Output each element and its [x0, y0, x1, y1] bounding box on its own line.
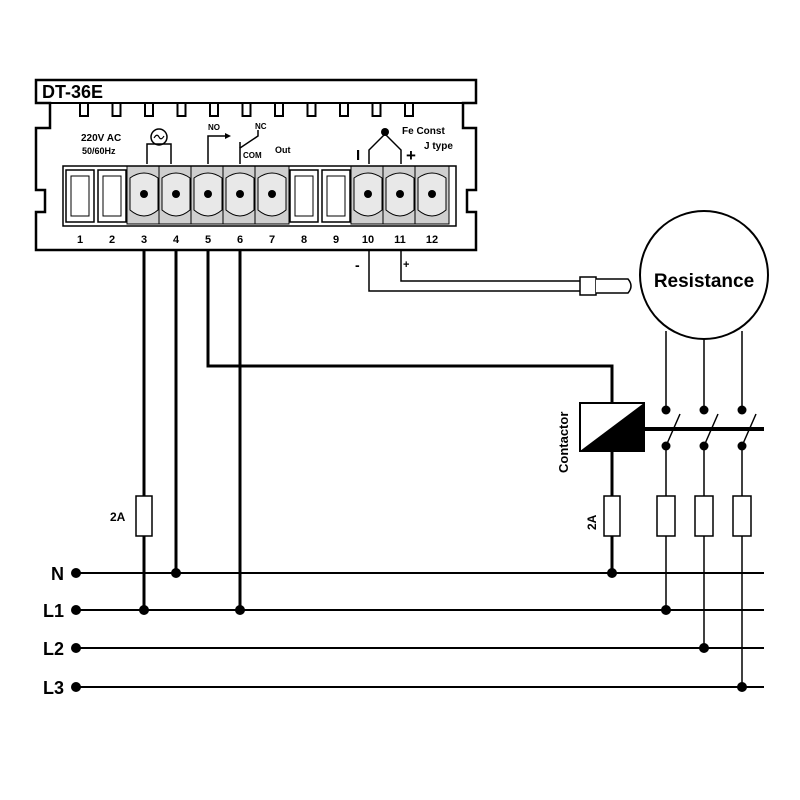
terminal-screw	[172, 190, 180, 198]
resistance-label: Resistance	[654, 271, 754, 292]
junction-dots	[139, 568, 747, 692]
fuse-contactor	[603, 495, 621, 537]
bus-label-l2: L2	[43, 639, 64, 659]
fuse-contactor-label: 2A	[585, 514, 599, 530]
sensor-negative-mark: I	[356, 147, 360, 164]
relay-contact-icon	[207, 130, 259, 164]
terminal-empty-inner	[102, 175, 122, 217]
terminal-empty-inner	[70, 175, 90, 217]
terminal-number: 7	[269, 234, 275, 246]
terminal-screw	[268, 190, 276, 198]
sensor-type-label: Fe Const	[402, 126, 445, 137]
terminal-empty-inner	[294, 175, 314, 217]
relay-com-label: COM	[243, 151, 262, 160]
contactor-coil	[579, 402, 645, 452]
terminal-screw	[428, 190, 436, 198]
terminal-block	[62, 165, 457, 227]
control-wiring	[142, 250, 614, 610]
housing-vents	[50, 102, 463, 117]
terminal-number: 10	[362, 234, 374, 246]
ac-symbol-icon	[146, 128, 172, 164]
power-contacts	[644, 331, 764, 687]
sensor-subtype-label: J type	[424, 141, 453, 152]
terminal-number: 6	[237, 234, 243, 246]
vent-tooth	[176, 103, 187, 117]
supply-voltage-label: 220V AC	[81, 133, 121, 144]
vent-tooth	[79, 103, 89, 117]
terminal-number: 8	[301, 234, 307, 246]
bus-label-n: N	[51, 564, 64, 584]
terminal-screw	[364, 190, 372, 198]
vent-tooth	[209, 103, 219, 117]
vent-tooth	[404, 103, 414, 117]
terminal-frame	[62, 165, 457, 227]
terminal-number: 2	[109, 234, 115, 246]
vent-tooth	[274, 103, 284, 117]
vent-tooth	[111, 103, 122, 117]
probe-positive-label: +	[403, 259, 409, 271]
fuse-left	[135, 495, 153, 537]
relay-nc-label: NC	[255, 122, 267, 131]
vent-tooth	[371, 103, 382, 117]
relay-out-label: Out	[275, 145, 291, 155]
bus-label-l3: L3	[43, 678, 64, 698]
contactor-label: Contactor	[556, 412, 571, 473]
terminal-empty-inner	[326, 175, 346, 217]
vent-tooth	[241, 103, 252, 117]
sensor-positive-mark: +	[406, 146, 416, 165]
terminal-screw	[204, 190, 212, 198]
vent-tooth	[339, 103, 349, 117]
terminal-screw	[236, 190, 244, 198]
probe-negative-label: -	[355, 257, 360, 273]
vent-tooth	[306, 103, 317, 117]
fuse-left-label: 2A	[110, 510, 126, 524]
device-model: DT-36E	[42, 82, 103, 102]
terminal-number: 4	[173, 234, 180, 246]
terminal-number: 3	[141, 234, 147, 246]
terminal-number: 11	[394, 234, 406, 246]
vent-tooth	[144, 103, 154, 117]
terminal-number: 9	[333, 234, 339, 246]
terminal-number: 5	[205, 234, 211, 246]
thermocouple-icon	[368, 128, 402, 164]
relay-no-label: NO	[208, 123, 220, 132]
terminal-screw	[396, 190, 404, 198]
thermocouple-wiring	[368, 250, 632, 296]
supply-frequency-label: 50/60Hz	[82, 146, 116, 156]
bus-label-l1: L1	[43, 601, 64, 621]
terminal-number: 12	[426, 234, 438, 246]
terminal-screw	[140, 190, 148, 198]
terminal-number: 1	[77, 234, 83, 246]
